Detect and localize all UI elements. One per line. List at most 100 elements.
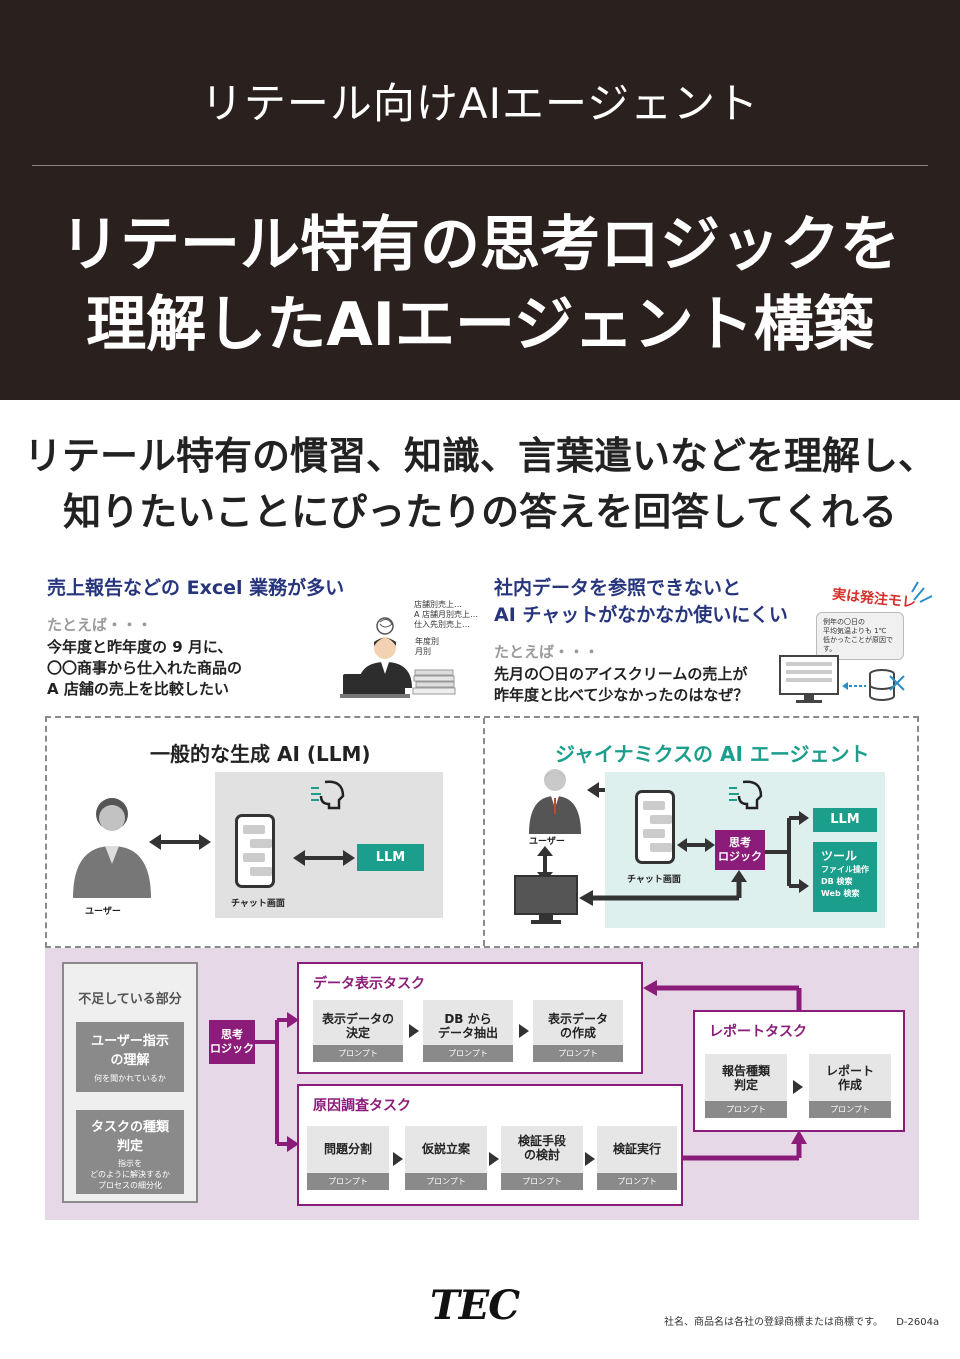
thought-note: 年度別 xyxy=(415,637,439,646)
problem-excel-example-label: たとえば・・・ xyxy=(47,616,153,634)
step-line: 報告種類 xyxy=(721,1064,770,1078)
lack-main-line: 判定 xyxy=(116,1139,143,1154)
thought-note: 月別 xyxy=(415,647,431,656)
thought-note: 店舗別売上… xyxy=(414,600,462,609)
tool-item: Web 検索 xyxy=(821,889,860,898)
lack-main-line: ユーザー指示 xyxy=(91,1034,169,1049)
task-step-label: レポート作成 xyxy=(809,1064,891,1092)
office-worker-illustration xyxy=(340,617,456,698)
tec-logo: TEC xyxy=(430,1282,520,1329)
laptop-icon xyxy=(343,674,405,698)
thought-note: A 店舗月別売上… xyxy=(414,610,479,619)
lack-sub-line: プロセスの細分化 xyxy=(98,1181,162,1190)
problem-data-example-label: たとえば・・・ xyxy=(494,643,600,661)
prompt-label: プロンプト xyxy=(533,1045,623,1062)
thought-notes-2: 年度別 月別 xyxy=(415,637,439,657)
prompt-label: プロンプト xyxy=(423,1045,513,1062)
data-display-task-title: データ表示タスク xyxy=(313,976,425,992)
problem-data-question: 先月の〇日のアイスクリームの売上が 昨年度と比べて少なかったのはなぜ？ xyxy=(494,664,824,706)
logic-line: 思考 xyxy=(221,1028,243,1041)
step-arrow-icon xyxy=(489,1152,499,1166)
document-stack-icon xyxy=(412,669,456,695)
thought-note: 仕入先別売上… xyxy=(414,620,470,629)
lead-text: リテール特有の慣習、知識、言葉遣いなどを理解し、 知りたいことにぴったりの答えを… xyxy=(0,428,960,540)
ai-head-icon xyxy=(729,780,763,810)
missing-parts-box: 不足している部分 ユーザー指示 の理解 何を聞かれているか タスクの種類 判定 … xyxy=(62,962,198,1203)
prompt-label: プロンプト xyxy=(705,1101,787,1118)
missing-parts-title: 不足している部分 xyxy=(78,992,182,1007)
comparison-section: 一般的な生成 AI (LLM) ユーザー チャット画面 LLM ジャイナミクスの… xyxy=(45,716,919,948)
desktop-monitor-icon xyxy=(514,875,578,924)
problem-excel: 売上報告などの Excel 業務が多い たとえば・・・ 今年度と昨年度の 9 月… xyxy=(47,575,407,700)
heading-line: AI チャットがなかなか使いにくい xyxy=(494,604,788,626)
step-arrow-icon xyxy=(393,1152,403,1166)
double-arrow-icon xyxy=(149,834,211,850)
lack-main-line: の理解 xyxy=(110,1053,150,1068)
prompt-label: プロンプト xyxy=(313,1045,403,1062)
lead-line2: 知りたいことにぴったりの答えを回答してくれる xyxy=(63,490,897,534)
user-female-icon xyxy=(73,798,151,898)
chat-phone-left xyxy=(235,814,275,888)
step-line: 表示データ xyxy=(547,1012,608,1026)
logic-line: ロジック xyxy=(718,850,762,863)
connector-arrow-bottom xyxy=(681,1130,807,1161)
lead-line1: リテール特有の慣習、知識、言葉遣いなどを理解し、 xyxy=(23,434,936,478)
document-code: D-2604a xyxy=(896,1317,940,1328)
question-line: 先月の〇日のアイスクリームの売上が xyxy=(494,665,748,683)
step-arrow-icon xyxy=(409,1024,419,1038)
header-divider xyxy=(32,165,928,166)
step-line: 検証手段 xyxy=(517,1134,566,1148)
problem-data-access: 社内データを参照できないと AI チャットがなかなか使いにくい たとえば・・・ … xyxy=(494,575,824,706)
prompt-label: プロンプト xyxy=(809,1101,891,1118)
header-title-line2: 理解したAIエージェント構築 xyxy=(86,290,874,360)
step-line: データ抽出 xyxy=(437,1026,498,1040)
task-step: 仮説立案 プロンプト xyxy=(405,1126,487,1190)
step-line: 問題分割 xyxy=(323,1142,372,1156)
task-step: レポート作成 プロンプト xyxy=(809,1054,891,1118)
task-step-label: 仮説立案 xyxy=(405,1142,487,1156)
task-step-label: 表示データの作成 xyxy=(533,1012,623,1040)
step-arrow-icon xyxy=(585,1152,595,1166)
return-arrow-icon xyxy=(579,870,747,906)
branch-double-arrow-icon xyxy=(765,811,809,893)
double-arrow-icon xyxy=(677,838,715,852)
header-title: リテール特有の思考ロジックを 理解したAIエージェント構築 xyxy=(0,205,960,365)
bubble-line: 低かったことが原因です。 xyxy=(823,636,893,653)
step-line: の検討 xyxy=(523,1148,560,1162)
data-display-task: データ表示タスク 表示データの決定 プロンプト DB からデータ抽出 プロンプト… xyxy=(297,962,643,1074)
user-label-left: ユーザー xyxy=(85,907,121,917)
question-line: A 店舗の売上を比較したい xyxy=(47,680,229,698)
heading-line: 社内データを参照できないと xyxy=(494,577,742,599)
monitor-database-illustration xyxy=(779,655,905,703)
tool-item: DB 検索 xyxy=(821,877,853,886)
prompt-label: プロンプト xyxy=(501,1173,583,1190)
task-step-label: 検証手段の検討 xyxy=(501,1134,583,1162)
task-step: DB からデータ抽出 プロンプト xyxy=(423,1000,513,1062)
task-flow-section: 不足している部分 ユーザー指示 の理解 何を聞かれているか タスクの種類 判定 … xyxy=(45,948,919,1220)
step-line: レポート xyxy=(825,1064,874,1078)
general-ai-title: 一般的な生成 AI (LLM) xyxy=(150,742,371,766)
problem-excel-question: 今年度と昨年度の 9 月に、 〇〇商事から仕入れた商品の A 店舗の売上を比較し… xyxy=(47,637,407,700)
logic-chip-flow: 思考 ロジック xyxy=(209,1020,255,1064)
alert-sparkle-icon xyxy=(911,581,933,603)
lack-main-line: タスクの種類 xyxy=(90,1120,169,1135)
header-banner: リテール向けAIエージェント リテール特有の思考ロジックを 理解したAIエージェ… xyxy=(0,0,960,400)
report-task-title: レポートタスク xyxy=(709,1024,807,1040)
step-line: 表示データの xyxy=(321,1012,394,1026)
question-line: 今年度と昨年度の 9 月に、 xyxy=(47,638,233,656)
cause-investigation-task: 原因調査タスク 問題分割 プロンプト 仮説立案 プロンプト 検証手段の検討 プロ… xyxy=(297,1084,683,1206)
task-step-label: 表示データの決定 xyxy=(313,1012,403,1040)
step-line: 検証実行 xyxy=(612,1142,661,1156)
lack-sub-line: 何を聞かれているか xyxy=(94,1074,166,1083)
question-line: 〇〇商事から仕入れた商品の xyxy=(47,659,243,677)
task-step: 表示データの作成 プロンプト xyxy=(533,1000,623,1062)
step-arrow-icon xyxy=(793,1080,803,1094)
bubble-line: 例年の〇日の xyxy=(823,618,865,626)
lack-sub-lines: 指示を どのように解決するか プロセスの細分化 xyxy=(76,1158,184,1191)
tool-title: ツール xyxy=(821,849,858,863)
header-subtitle: リテール向けAIエージェント xyxy=(200,79,760,128)
logic-line: ロジック xyxy=(210,1042,254,1055)
connector-arrow-top xyxy=(643,980,802,1012)
database-icon xyxy=(869,669,895,701)
ai-head-icon xyxy=(311,780,345,810)
